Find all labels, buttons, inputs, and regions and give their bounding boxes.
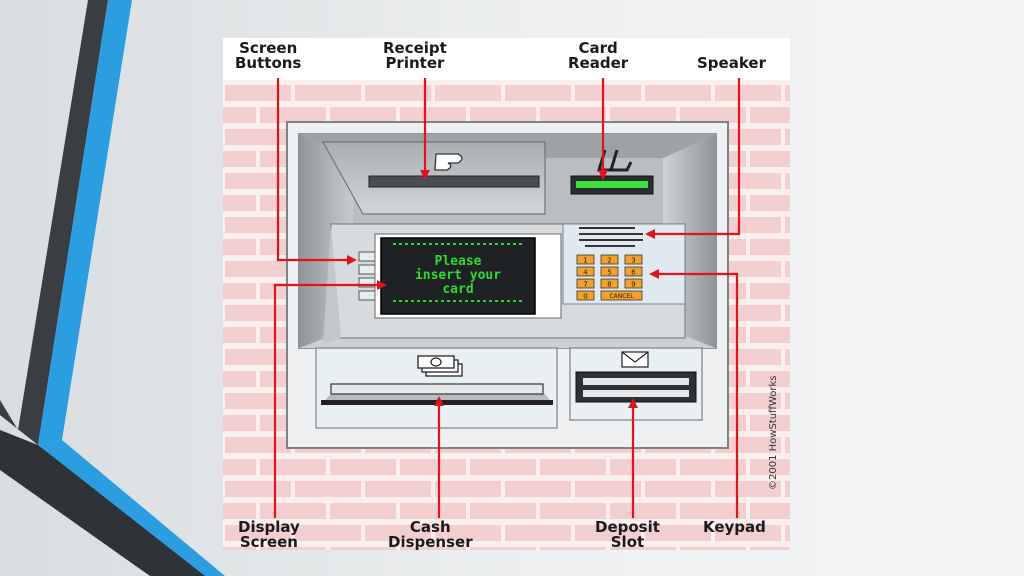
keypad-cancel-key: CANCEL: [600, 290, 643, 301]
svg-text:6: 6: [631, 269, 636, 277]
cash-bills-icon: [417, 355, 463, 377]
label-display-screen: Display Screen: [238, 518, 300, 551]
keypad-key: 8: [600, 278, 619, 289]
envelope-icon: [621, 351, 649, 368]
keypad-key: 5: [600, 266, 619, 277]
svg-text:0: 0: [583, 293, 587, 301]
svg-text:9: 9: [631, 281, 635, 289]
keypad-key: 0: [576, 290, 595, 301]
receipt-slot: [368, 175, 540, 188]
card-reader: [570, 175, 654, 195]
keypad-key: 7: [576, 278, 595, 289]
svg-text:CANCEL: CANCEL: [609, 293, 634, 300]
copyright-text: ©2001 HowStuffWorks: [768, 376, 779, 490]
svg-text:8: 8: [607, 281, 611, 289]
svg-text:3: 3: [631, 257, 635, 265]
label-keypad: Keypad: [703, 518, 766, 536]
svg-text:4: 4: [583, 269, 588, 277]
svg-text:5: 5: [607, 269, 611, 277]
keypad-key: 4: [576, 266, 595, 277]
label-receipt-printer: Receipt Printer: [383, 39, 447, 72]
screen-text-line-1: Please: [435, 254, 482, 269]
keypad-key: 9: [624, 278, 643, 289]
callout-arrows: [273, 78, 741, 518]
keypad-key: 6: [624, 266, 643, 277]
label-cash-dispenser: Cash Dispenser: [388, 518, 473, 551]
screen-text-line-2: insert your: [415, 268, 501, 283]
display-screen: Please insert your card: [374, 233, 562, 319]
screen-text-line-3: card: [442, 282, 473, 297]
label-deposit-slot: Deposit Slot: [595, 518, 660, 551]
atm-diagram: Please insert your card 1 2 3 4 5 6 7 8 9 0 CANCEL: [223, 38, 790, 550]
label-card-reader: Card Reader: [568, 39, 629, 72]
label-screen-buttons: Screen Buttons: [235, 39, 302, 72]
label-speaker: Speaker: [697, 54, 766, 72]
svg-text:1: 1: [583, 257, 587, 265]
keypad-key: 1: [576, 254, 595, 265]
keypad: 1 2 3 4 5 6 7 8 9 0 CANCEL: [576, 254, 643, 301]
svg-text:7: 7: [583, 281, 587, 289]
receipt-icon: [434, 153, 463, 171]
speaker-grille: [579, 227, 643, 247]
keypad-key: 3: [624, 254, 643, 265]
svg-text:2: 2: [607, 257, 611, 265]
keypad-key: 2: [600, 254, 619, 265]
